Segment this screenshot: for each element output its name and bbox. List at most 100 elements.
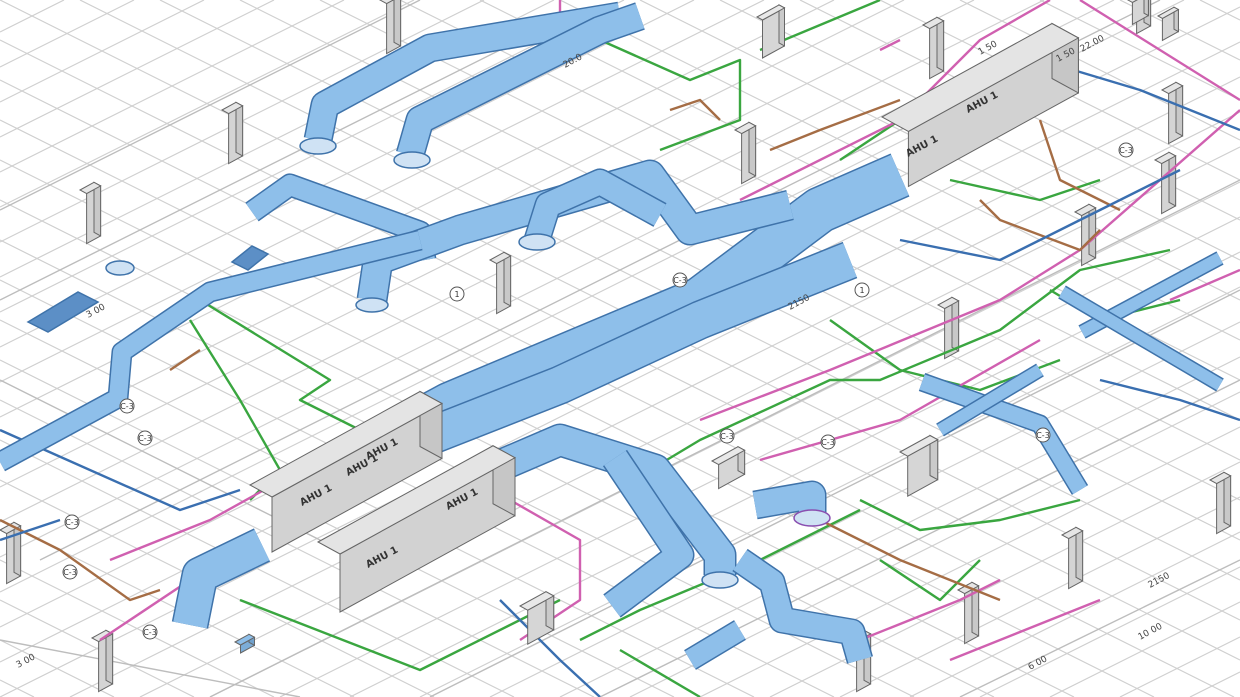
grid-line <box>0 559 275 697</box>
dimension-label: 10 00 <box>1137 622 1165 643</box>
air-handling-unit <box>316 444 517 613</box>
column <box>733 121 757 185</box>
grid-line <box>1119 636 1240 697</box>
dimension-label: 3 00 <box>15 652 38 670</box>
column <box>1160 81 1184 145</box>
column <box>921 16 945 80</box>
grid-line <box>0 399 595 697</box>
ceiling-diffuser <box>393 151 431 169</box>
ceiling-diffuser <box>355 297 389 313</box>
grid-line <box>0 119 1155 697</box>
grid-line <box>0 359 675 697</box>
duct-run <box>171 528 271 629</box>
svg-text:C-3: C-3 <box>63 568 77 577</box>
svg-text:C-3: C-3 <box>120 402 134 411</box>
electrical-panel <box>755 4 786 59</box>
grid-line <box>1049 601 1240 697</box>
callout: C-3 <box>820 434 836 450</box>
callout: 1 <box>854 282 870 298</box>
duct-run <box>918 373 1089 495</box>
ceiling-diffuser <box>105 260 135 276</box>
svg-text:C-3: C-3 <box>138 434 152 443</box>
grid-line <box>559 356 1240 697</box>
column <box>1208 471 1232 535</box>
dimension-label: 22.00 <box>1079 34 1107 55</box>
control-panel <box>710 445 746 490</box>
air-handling-unit <box>248 390 444 553</box>
grid-line <box>1189 671 1240 697</box>
grid-line <box>1039 0 1240 101</box>
ceiling-diffuser <box>299 137 337 155</box>
callout: C-3 <box>719 428 735 444</box>
grid-line <box>0 679 35 697</box>
column <box>1060 526 1084 590</box>
control-panel <box>898 434 939 498</box>
column <box>936 296 960 360</box>
duct-run <box>936 363 1044 437</box>
grid-line <box>979 566 1240 697</box>
grid-line <box>839 496 1240 697</box>
control-panel <box>518 590 555 646</box>
grid-line <box>419 286 1240 697</box>
grid-line <box>959 0 1240 141</box>
return-grille <box>230 245 270 271</box>
column <box>220 101 244 165</box>
grid-line <box>0 159 1075 697</box>
equipment <box>233 0 1180 654</box>
column <box>1073 203 1097 267</box>
dimension-label: 6 00 <box>1027 654 1050 672</box>
grid-line <box>0 79 1235 697</box>
air-handling-unit <box>880 22 1080 188</box>
callout: C-3 <box>119 398 135 414</box>
grid-line <box>559 0 1240 341</box>
electrical-panel <box>1156 6 1180 42</box>
ceiling-diffuser <box>701 571 739 589</box>
duct-run <box>396 2 645 159</box>
grid-line <box>69 111 1240 697</box>
duct-run <box>483 423 737 575</box>
callout: C-3 <box>62 564 78 580</box>
grid-line <box>0 639 115 697</box>
grid-line <box>0 599 195 697</box>
svg-text:C-3: C-3 <box>1119 146 1133 155</box>
callout: C-3 <box>1035 427 1051 443</box>
callout: C-3 <box>137 430 153 446</box>
column <box>78 181 102 245</box>
diffusers <box>26 137 831 589</box>
grid-line <box>909 531 1240 697</box>
grid-line <box>0 439 515 697</box>
callout: C-3 <box>1118 142 1134 158</box>
ceiling-diffuser <box>518 233 556 251</box>
electrical-panel <box>1126 0 1149 26</box>
column <box>378 0 402 55</box>
column <box>956 581 980 645</box>
column <box>488 251 512 315</box>
duct-run <box>1058 285 1224 392</box>
duct-run <box>752 480 827 520</box>
svg-text:1: 1 <box>859 286 864 295</box>
return-grille <box>26 291 100 333</box>
duct-fitting <box>233 633 256 654</box>
svg-text:1: 1 <box>454 290 459 299</box>
ceiling-diffuser <box>793 509 831 527</box>
duct-run <box>524 168 667 245</box>
refrigerant-pipe <box>0 58 1240 697</box>
callout: C-3 <box>64 514 80 530</box>
grid-line <box>139 146 1240 697</box>
callouts: 1 1 C-3 C-3 C-3 C-3 C-3 C-3 C-3 C-3 C-3 … <box>62 142 1134 640</box>
duct-run <box>684 620 746 670</box>
callout: C-3 <box>672 272 688 288</box>
callout: 1 <box>449 286 465 302</box>
grid-line <box>1199 0 1240 21</box>
svg-text:C-3: C-3 <box>720 432 734 441</box>
duct-run <box>732 548 873 664</box>
column <box>0 521 22 585</box>
grid-line <box>79 0 1240 581</box>
svg-text:C-3: C-3 <box>65 518 79 527</box>
svg-text:C-3: C-3 <box>143 628 157 637</box>
duct-run <box>602 449 695 618</box>
duct-run <box>412 241 858 459</box>
duct-run <box>0 229 423 472</box>
